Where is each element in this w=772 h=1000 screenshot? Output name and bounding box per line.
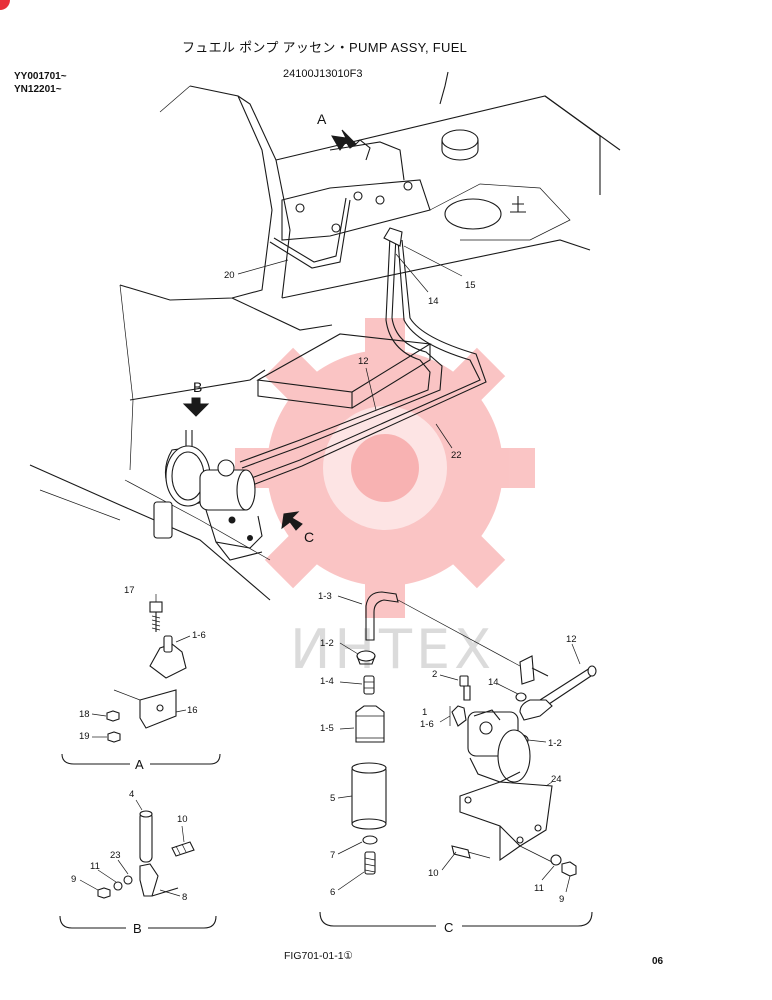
callout-b-10: 10 (177, 814, 188, 825)
callout-12: 12 (358, 356, 369, 367)
corner-mark (0, 0, 10, 10)
detail-view-a (106, 601, 187, 743)
section-b-label: B (133, 921, 142, 936)
callout-a-16: 16 (187, 705, 198, 716)
fuel-lines (239, 197, 487, 487)
serial-range-1: YY001701~ (14, 71, 67, 82)
section-a-bracket-right (150, 753, 221, 765)
section-b-bracket-left (59, 915, 126, 929)
callout-c-1: 1 (422, 707, 427, 718)
watermark-gear (235, 318, 535, 618)
callout-c-14: 14 (488, 677, 499, 688)
section-a-bracket-left (61, 753, 130, 765)
callout-c-9: 9 (559, 894, 564, 905)
callout-c-7: 7 (330, 850, 335, 861)
view-b-label: B (193, 379, 202, 395)
watermark-text: ИНТЕХ (290, 618, 495, 681)
detail-view-b (97, 810, 195, 899)
callout-a-1-6: 1-6 (192, 630, 206, 641)
callout-a-17: 17 (124, 585, 135, 596)
callout-c-1-2b: 1-2 (548, 738, 562, 749)
callout-a-18: 18 (79, 709, 90, 720)
callout-c-24: 24 (551, 774, 562, 785)
callout-b-8: 8 (182, 892, 187, 903)
callout-b-23: 23 (110, 850, 121, 861)
page-title: フュエル ポンプ アッセン・PUMP ASSY, FUEL (182, 40, 468, 55)
serial-range-2: YN12201~ (14, 84, 62, 95)
callout-b-4: 4 (129, 789, 134, 800)
callout-b-11: 11 (90, 861, 100, 872)
callout-c-6: 6 (330, 887, 335, 898)
callout-c-11: 11 (534, 883, 544, 894)
callout-c-1-6: 1-6 (420, 719, 434, 730)
figure-reference: FIG701-01-1① (284, 950, 353, 962)
callout-c-5: 5 (330, 793, 335, 804)
callout-14: 14 (428, 296, 439, 307)
callout-c-1-5: 1-5 (320, 723, 334, 734)
section-c-bracket-right (462, 911, 593, 927)
callout-a-19: 19 (79, 731, 90, 742)
machine-frame (29, 71, 621, 601)
section-a-label: A (135, 757, 144, 772)
view-c-arrow (281, 511, 303, 531)
detail-view-c (351, 591, 597, 877)
view-b-arrow (182, 397, 210, 417)
callout-c-12: 12 (566, 634, 577, 645)
page-number: 06 (652, 956, 664, 967)
callout-c-1-3: 1-3 (318, 591, 332, 602)
section-b-bracket-right (148, 915, 217, 929)
part-number: 24100J13010F3 (283, 68, 363, 80)
view-a-arrow (331, 129, 357, 151)
callout-c-2: 2 (432, 669, 437, 680)
section-c-bracket-left (319, 911, 436, 927)
callout-22: 22 (451, 450, 462, 461)
callout-15: 15 (465, 280, 476, 291)
main-fuel-pump (153, 430, 263, 561)
section-c-label: C (444, 920, 453, 935)
callout-b-9: 9 (71, 874, 76, 885)
callout-20: 20 (224, 270, 235, 281)
callout-c-10: 10 (428, 868, 439, 879)
view-c-label: C (304, 529, 314, 545)
view-a-label: A (317, 111, 327, 127)
callout-c-1-4: 1-4 (320, 676, 334, 687)
callout-c-1-2: 1-2 (320, 638, 334, 649)
